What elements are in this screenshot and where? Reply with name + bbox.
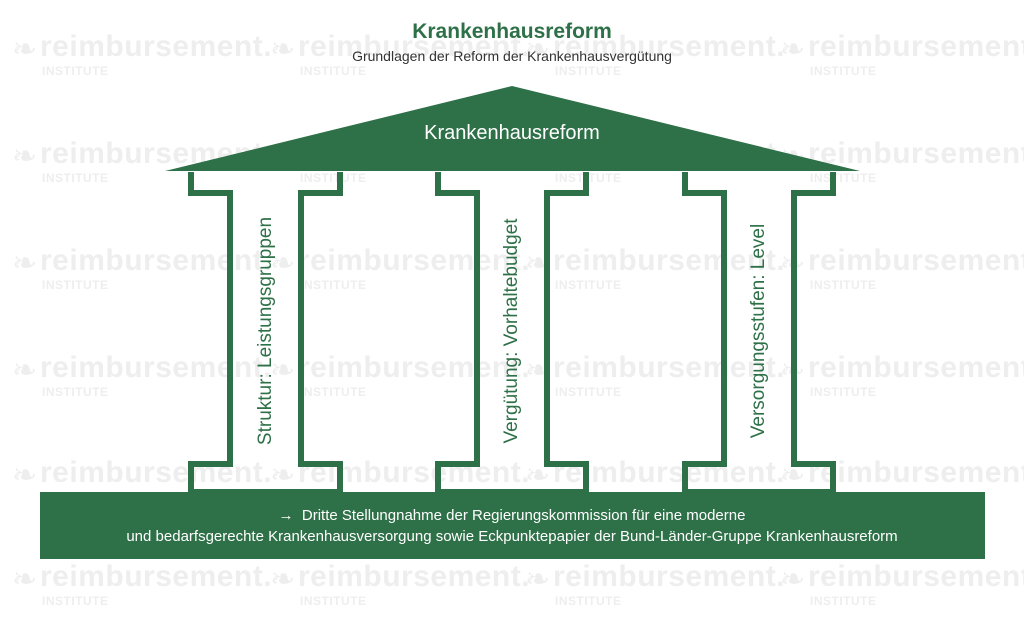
pillar-3-label: Versorgungsstufen: Level xyxy=(748,223,769,439)
base-line-1: → Dritte Stellungnahme der Regierungskom… xyxy=(40,505,984,526)
roof-label: Krankenhausreform xyxy=(424,122,600,144)
base-line-1-text: Dritte Stellungnahme der Regierungskommi… xyxy=(301,507,746,524)
pillar-1-outline xyxy=(188,172,343,495)
temple-diagram xyxy=(40,86,985,559)
watermark-sub: INSTITUTE xyxy=(42,594,109,608)
base-line-2: und bedarfsgerechte Krankenhausversorgun… xyxy=(126,528,898,545)
watermark-sub: INSTITUTE xyxy=(300,594,367,608)
pillar-3-outline xyxy=(682,172,836,495)
page-title: Krankenhausreform xyxy=(412,20,612,43)
arrow-right-icon: → xyxy=(278,507,294,524)
watermark-sub: INSTITUTE xyxy=(810,594,877,608)
pillar-2-label: Vergütung: Vorhaltebudget xyxy=(501,218,522,444)
pillar-1-label: Struktur: Leistungsgruppen xyxy=(255,216,276,446)
base xyxy=(40,492,985,559)
page-subtitle: Grundlagen der Reform der Krankenhausver… xyxy=(352,48,672,64)
base-text: → Dritte Stellungnahme der Regierungskom… xyxy=(40,505,984,547)
watermark-sub: INSTITUTE xyxy=(555,594,622,608)
pillar-2-outline xyxy=(435,172,589,495)
roof xyxy=(165,86,860,171)
